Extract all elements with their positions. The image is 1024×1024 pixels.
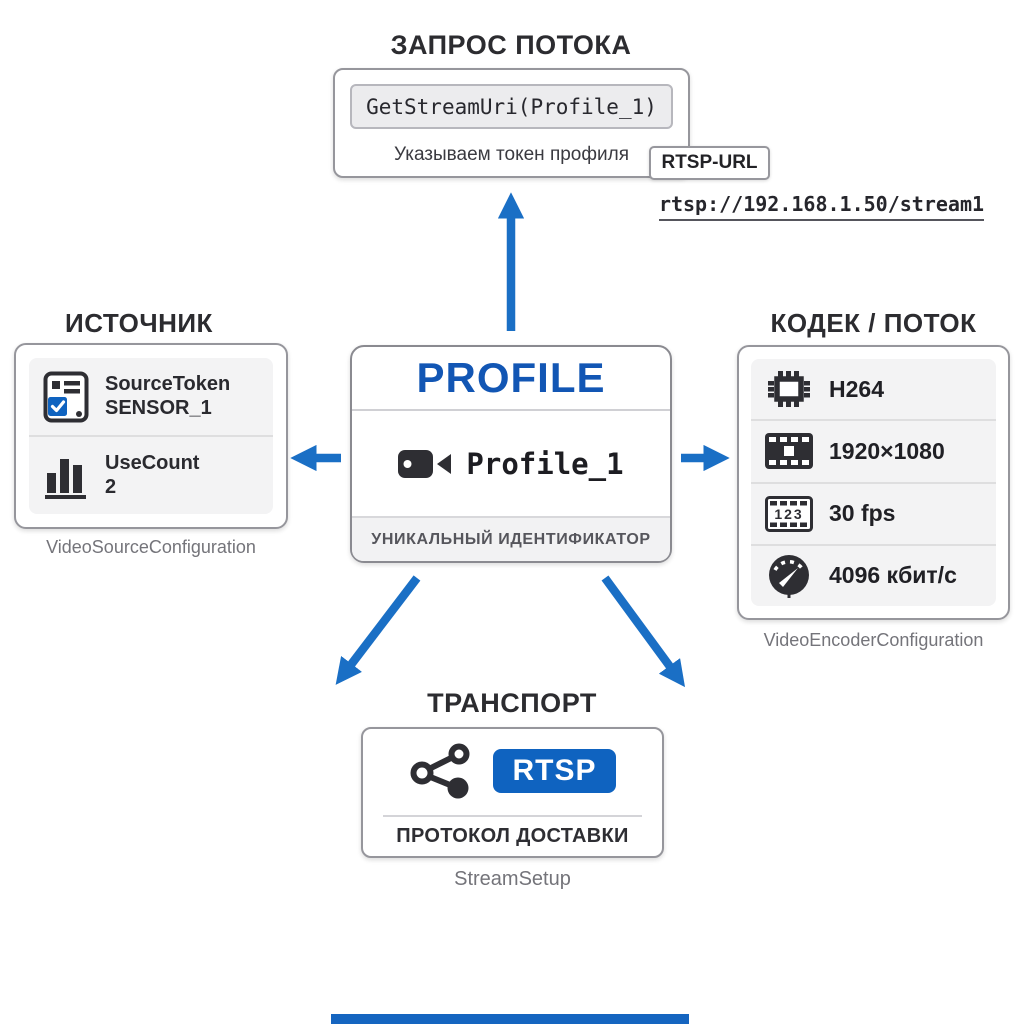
arrow-down-right-icon bbox=[601, 575, 686, 688]
framerate-row: 123 30 fps bbox=[751, 481, 996, 544]
speedometer-icon bbox=[769, 554, 809, 598]
rtsp-url-text[interactable]: rtsp://192.168.1.50/stream1 bbox=[658, 192, 985, 221]
transport-title: ТРАНСПОРТ bbox=[427, 688, 597, 718]
source-token-label: SourceToken bbox=[105, 372, 231, 395]
profile-body: Profile_1 bbox=[352, 411, 670, 516]
resolution-value: 1920×1080 bbox=[829, 437, 945, 464]
source-caption: VideoSourceConfiguration bbox=[46, 537, 256, 557]
source-panel: SourceToken SENSOR_1 UseCount 2 bbox=[29, 358, 273, 514]
source-card: SourceToken SENSOR_1 UseCount 2 bbox=[14, 343, 288, 529]
encoder-card: H264 1920×1080 123 30 fps bbox=[737, 345, 1010, 620]
document-check-icon bbox=[43, 371, 89, 422]
request-title: ЗАПРОС ПОТОКА bbox=[390, 30, 632, 60]
profile-footer: УНИКАЛЬНЫЙ ИДЕНТИФИКАТОР bbox=[352, 516, 670, 561]
request-card: GetStreamUri(Profile_1) Указываем токен … bbox=[333, 68, 690, 178]
source-token-value: SENSOR_1 bbox=[105, 396, 212, 419]
use-count-value: 2 bbox=[105, 475, 117, 498]
bitrate-value: 4096 кбит/с bbox=[829, 562, 957, 589]
use-count-row: UseCount 2 bbox=[29, 435, 273, 514]
profile-header: PROFILE bbox=[352, 347, 670, 411]
rtsp-url-link[interactable]: rtsp://192.168.1.50/stream1 bbox=[649, 192, 994, 221]
bitrate-row: 4096 кбит/с bbox=[751, 543, 996, 606]
bottom-accent-bar bbox=[331, 1014, 689, 1024]
rtsp-protocol-badge: RTSP bbox=[493, 749, 616, 793]
transport-caption: StreamSetup bbox=[454, 868, 571, 890]
encoder-panel: H264 1920×1080 123 30 fps bbox=[751, 359, 996, 606]
video-camera-icon bbox=[398, 449, 452, 478]
rtsp-url-badge: RTSP-URL bbox=[649, 146, 770, 180]
framerate-value: 30 fps bbox=[829, 500, 896, 527]
codec-row: H264 bbox=[751, 359, 996, 419]
arrow-down-left-icon bbox=[335, 575, 421, 685]
framerate-icon: 123 bbox=[765, 495, 813, 532]
profile-card: PROFILE Profile_1 УНИКАЛЬНЫЙ ИДЕНТИФИКАТ… bbox=[350, 345, 672, 563]
source-token-row: SourceToken SENSOR_1 bbox=[29, 358, 273, 435]
encoder-caption: VideoEncoderConfiguration bbox=[763, 630, 984, 650]
request-note: Указываем токен профиля bbox=[394, 144, 629, 165]
share-network-icon bbox=[410, 743, 470, 799]
profile-title: PROFILE bbox=[416, 354, 606, 401]
transport-note: ПРОТОКОЛ ДОСТАВКИ bbox=[396, 825, 629, 847]
chip-icon bbox=[768, 371, 810, 408]
getstreamuri-code: GetStreamUri(Profile_1) bbox=[350, 84, 673, 129]
profile-name: Profile_1 bbox=[466, 446, 624, 481]
use-count-label: UseCount bbox=[105, 451, 200, 474]
transport-divider bbox=[383, 815, 642, 817]
codec-value: H264 bbox=[829, 375, 884, 402]
svg-text:123: 123 bbox=[774, 506, 803, 522]
transport-card: RTSP ПРОТОКОЛ ДОСТАВКИ bbox=[361, 727, 664, 858]
film-frame-icon bbox=[765, 433, 813, 470]
bar-chart-icon bbox=[45, 458, 86, 499]
resolution-row: 1920×1080 bbox=[751, 419, 996, 481]
transport-protocol-row: RTSP bbox=[363, 729, 662, 813]
encoder-title: КОДЕК / ПОТОК bbox=[770, 308, 977, 338]
source-title: ИСТОЧНИК bbox=[65, 308, 213, 338]
